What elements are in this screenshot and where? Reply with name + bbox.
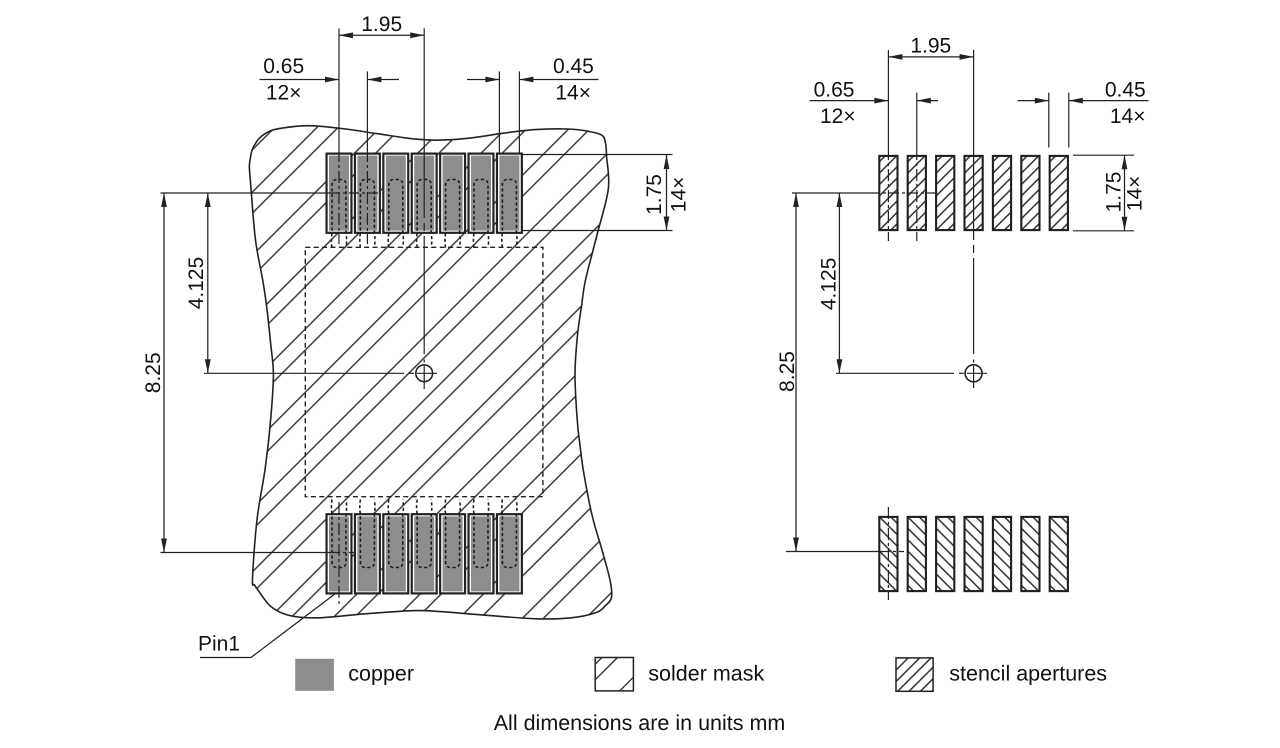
svg-text:8.25: 8.25 — [142, 352, 165, 393]
svg-text:All dimensions are in units mm: All dimensions are in units mm — [494, 711, 786, 735]
svg-text:8.25: 8.25 — [776, 351, 799, 392]
svg-text:12×: 12× — [820, 105, 856, 128]
svg-text:1.75: 1.75 — [643, 174, 666, 215]
svg-text:Pin1: Pin1 — [198, 633, 240, 656]
svg-text:1.95: 1.95 — [361, 13, 402, 36]
svg-text:copper: copper — [348, 662, 414, 686]
svg-text:14×: 14× — [1110, 105, 1146, 128]
svg-text:14×: 14× — [555, 82, 591, 105]
svg-text:0.45: 0.45 — [553, 55, 594, 78]
svg-text:4.125: 4.125 — [817, 258, 840, 311]
svg-text:12×: 12× — [266, 82, 302, 105]
svg-text:14×: 14× — [1123, 176, 1146, 212]
svg-text:4.125: 4.125 — [185, 257, 208, 310]
svg-text:1.75: 1.75 — [1102, 172, 1125, 213]
svg-text:solder mask: solder mask — [648, 662, 764, 686]
svg-text:14×: 14× — [667, 177, 690, 213]
svg-text:0.65: 0.65 — [814, 78, 855, 101]
svg-text:0.65: 0.65 — [263, 55, 304, 78]
svg-text:stencil apertures: stencil apertures — [949, 662, 1107, 686]
svg-text:1.95: 1.95 — [910, 34, 951, 57]
svg-text:0.45: 0.45 — [1105, 78, 1146, 101]
